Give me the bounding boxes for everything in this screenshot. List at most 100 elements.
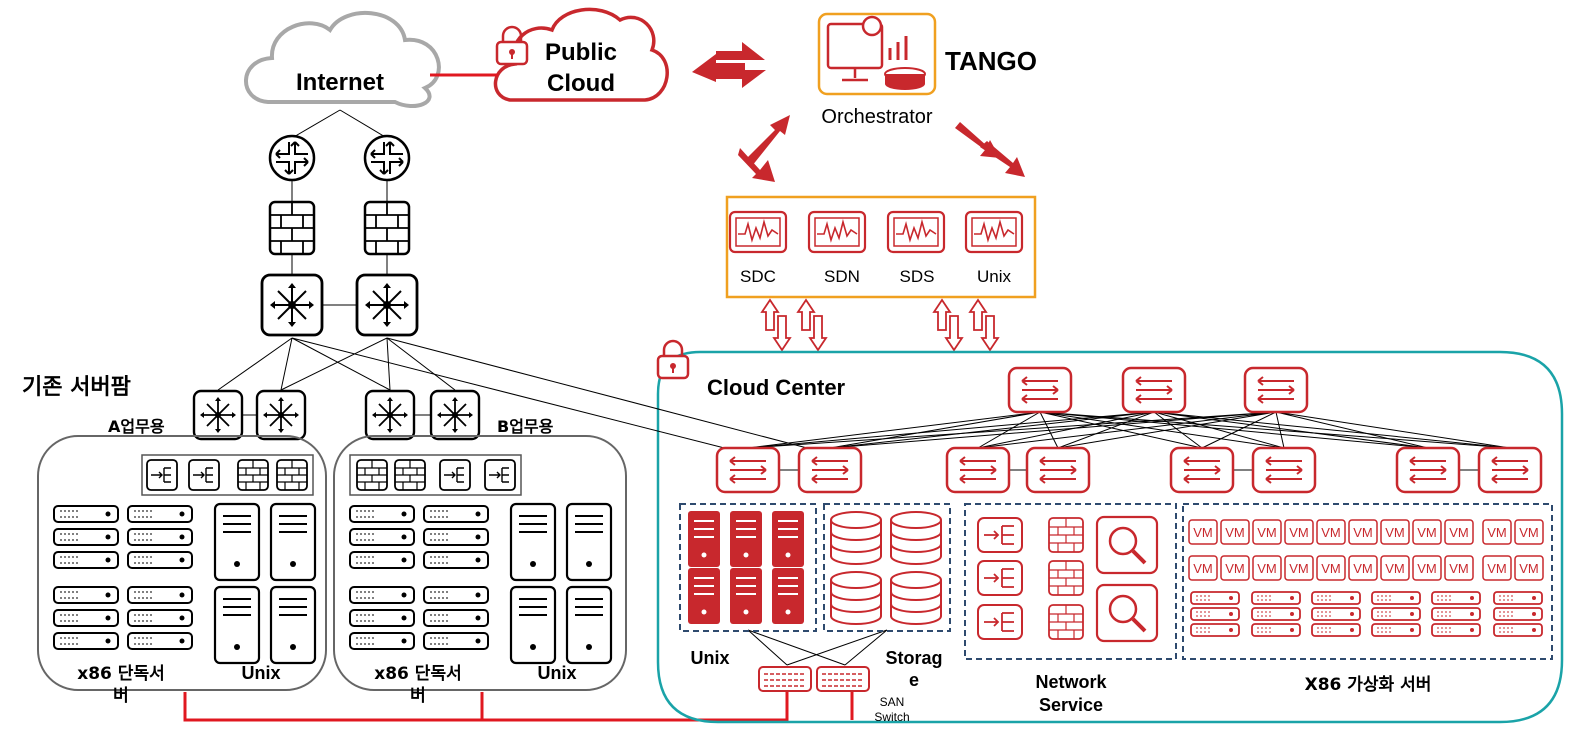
unix-servers-a — [213, 502, 317, 665]
rack-server-icon — [1431, 607, 1481, 621]
network-service-icons — [977, 515, 1159, 643]
vm-icon: VM — [1444, 519, 1474, 545]
cloud-lock-icon — [656, 339, 690, 380]
vm-icon: VM — [1412, 555, 1442, 581]
unix-servers-b — [509, 502, 613, 665]
x86-virtual-label: X86 가상화 서버 — [1305, 675, 1432, 695]
switch-icon — [364, 389, 416, 441]
svg-text:VM: VM — [1519, 525, 1539, 540]
svg-text:VM: VM — [1321, 561, 1341, 576]
rack-server-icon — [1190, 591, 1240, 605]
public-cloud-label-1: Public — [545, 39, 617, 66]
firewall-icon — [394, 459, 426, 491]
switch-icon — [429, 389, 481, 441]
swap-arrows-icon — [692, 42, 766, 88]
vm-icon: VM — [1380, 555, 1410, 581]
group-b-box — [333, 435, 627, 691]
x86-servers-a — [53, 505, 193, 650]
group-b-label: B업무용 — [497, 417, 554, 436]
leaf-switch-icon — [797, 446, 863, 494]
vm-icon: VM — [1252, 519, 1282, 545]
svg-text:VM: VM — [1417, 525, 1437, 540]
vm-icon: VM — [1380, 519, 1410, 545]
svg-text:VM: VM — [1289, 525, 1309, 540]
switch-icon — [255, 389, 307, 441]
vm-icon: VM — [1284, 519, 1314, 545]
storage-label-1: Storag — [885, 648, 942, 668]
rack-server-icon — [1190, 623, 1240, 637]
load-balancer-icon — [188, 459, 220, 491]
rack-server-icon — [1311, 623, 1361, 637]
firewall-icon — [363, 200, 411, 256]
firewall-icon — [276, 459, 308, 491]
orchestrator-right-arrow — [955, 122, 1025, 177]
svg-text:VM: VM — [1385, 561, 1405, 576]
rack-server-icon — [1493, 607, 1543, 621]
vm-icon: VM — [1514, 519, 1544, 545]
svg-text:VM: VM — [1289, 561, 1309, 576]
rack-server-icon — [1311, 591, 1361, 605]
leaf-switch-icon — [1251, 446, 1317, 494]
cloud-center-title: Cloud Center — [707, 375, 846, 400]
svg-text:VM: VM — [1225, 561, 1245, 576]
vm-icon: VM — [1348, 555, 1378, 581]
svg-text:VM: VM — [1487, 561, 1507, 576]
rack-server-icon — [1190, 607, 1240, 621]
svg-text:VM: VM — [1519, 561, 1539, 576]
san-switch-icons — [758, 666, 870, 692]
unix-group-box — [679, 503, 817, 632]
vm-icon: VM — [1252, 555, 1282, 581]
vm-icon: VM — [1220, 555, 1250, 581]
core-switch-icon — [260, 273, 324, 337]
vm-icon: VM — [1316, 555, 1346, 581]
network-service-box — [964, 503, 1177, 660]
leaf-switch-icon — [1169, 446, 1235, 494]
rack-server-icon — [1251, 591, 1301, 605]
group-a-label: A업무용 — [108, 417, 165, 436]
x86-b-label-2: 버 — [410, 686, 426, 706]
load-balancer-icon — [439, 459, 471, 491]
svg-text:VM: VM — [1449, 561, 1469, 576]
network-service-label-1: Network — [1035, 672, 1107, 692]
rack-server-icon — [1431, 623, 1481, 637]
svg-text:VM: VM — [1353, 525, 1373, 540]
svg-text:VM: VM — [1257, 561, 1277, 576]
vm-icon: VM — [1514, 555, 1544, 581]
unix-b-label: Unix — [537, 663, 576, 683]
storage-label-2: e — [909, 670, 919, 690]
legacy-links — [217, 109, 831, 455]
sdn-monitor-icon — [807, 210, 867, 254]
updown-arrow-icon — [969, 299, 999, 351]
tango-title: TANGO — [945, 46, 1037, 76]
firewall-icon — [237, 459, 269, 491]
svg-text:VM: VM — [1353, 561, 1373, 576]
load-balancer-icon — [146, 459, 178, 491]
storage-group-box — [823, 503, 951, 632]
rack-server-icon — [1311, 607, 1361, 621]
svg-text:VM: VM — [1257, 525, 1277, 540]
load-balancer-icon — [484, 459, 516, 491]
x86-a-label-1: x86 단독서 — [77, 664, 164, 684]
rack-server-icon — [1251, 607, 1301, 621]
vm-icon: VM — [1444, 555, 1474, 581]
vm-icon: VM — [1482, 555, 1512, 581]
rack-server-icon — [1431, 591, 1481, 605]
rack-server-icon — [1371, 607, 1421, 621]
orchestrator-label: Orchestrator — [821, 106, 932, 128]
unix-monitor-icon — [964, 210, 1024, 254]
legacy-title: 기존 서버팜 — [22, 375, 131, 400]
updown-arrow-icon — [933, 299, 963, 351]
leaf-switch-icon — [715, 446, 781, 494]
group-a-box — [37, 435, 327, 691]
leaf-switch-icon — [1025, 446, 1091, 494]
svg-text:VM: VM — [1487, 525, 1507, 540]
x86-virtual-racks — [1190, 591, 1543, 637]
vm-icon: VM — [1316, 519, 1346, 545]
svg-text:VM: VM — [1193, 561, 1213, 576]
vm-icon: VM — [1188, 555, 1218, 581]
san-label-1: SAN — [880, 695, 905, 709]
cloud-unix-servers — [687, 510, 805, 625]
rack-server-icon — [1493, 623, 1543, 637]
firewall-icon — [268, 200, 316, 256]
svg-text:VM: VM — [1321, 525, 1341, 540]
